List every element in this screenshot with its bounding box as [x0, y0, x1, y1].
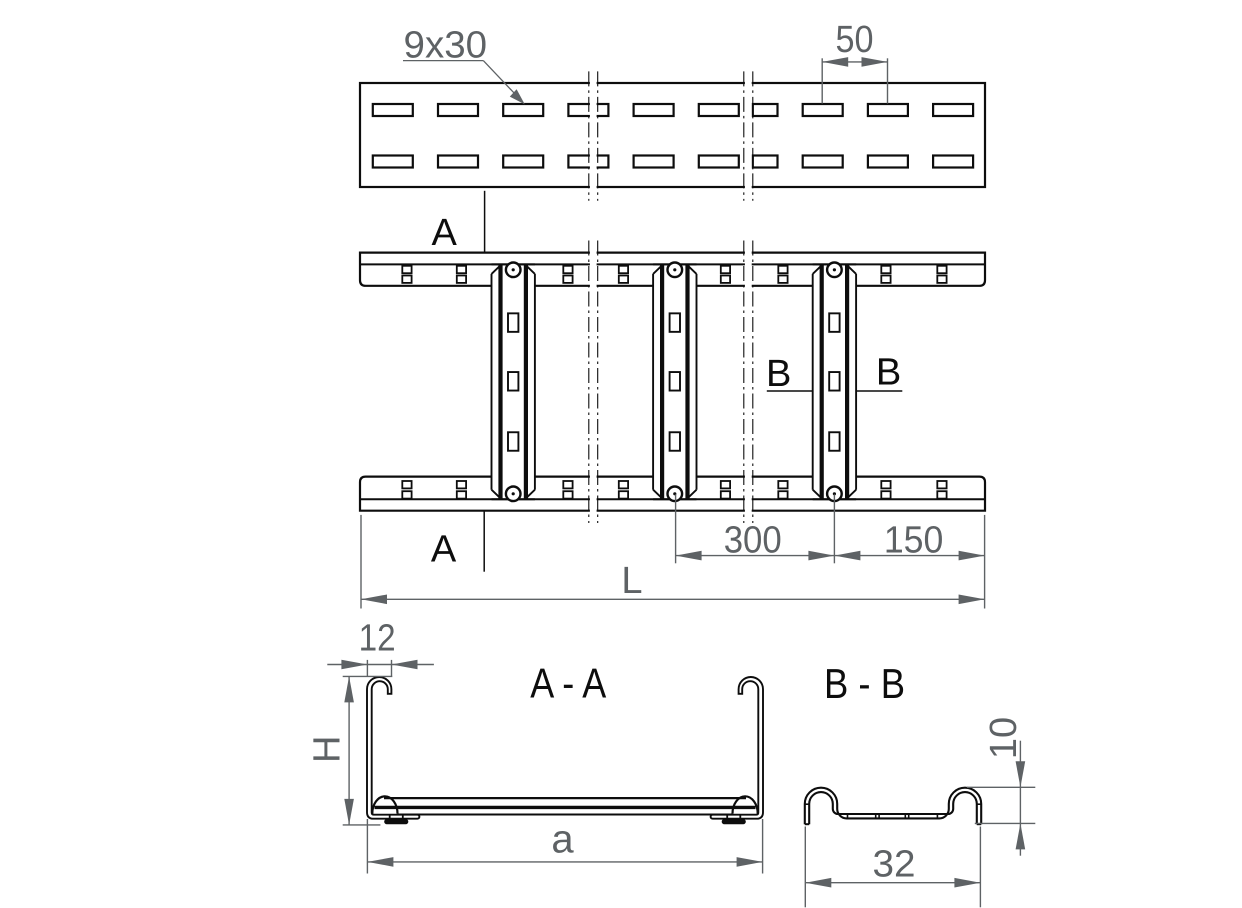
rung — [652, 261, 698, 503]
section-a-letter-top: A — [432, 212, 458, 254]
section-bb-view: B - B 32 — [803, 660, 1036, 908]
section-aa-view: A - A 12 — [306, 618, 764, 874]
rung-foot-left — [384, 819, 409, 825]
dim-arrow-icon — [861, 57, 888, 67]
pitch-value: 50 — [836, 19, 874, 61]
rail-outline — [358, 81, 987, 189]
break-lines — [588, 240, 754, 523]
rail-slotted-holes — [371, 102, 975, 169]
break-gap — [589, 81, 597, 189]
lip-width-value: 12 — [359, 618, 396, 660]
section-a-marker-top: A — [432, 190, 486, 254]
side-elevation-view: 9x30 50 — [358, 19, 987, 201]
dim-arrow-icon — [958, 594, 985, 605]
dim-arrow-icon — [367, 857, 394, 867]
dim-arrow-icon — [1015, 761, 1026, 788]
pitch-dimension: 50 — [821, 19, 889, 104]
rungs — [490, 261, 858, 503]
hole-size-label: 9x30 — [404, 25, 488, 67]
dim-arrow-icon — [954, 877, 981, 888]
leader-arrow-icon — [509, 89, 525, 105]
dim-arrow-icon — [834, 550, 861, 561]
break-gap — [589, 250, 597, 513]
rung-profile — [803, 786, 983, 826]
lip-width-dimension: 12 — [327, 618, 434, 677]
dim-arrow-icon — [391, 659, 418, 670]
rung — [811, 261, 858, 503]
plan-view: B B A 300 150 L — [358, 240, 987, 609]
section-aa-title: A - A — [530, 660, 606, 707]
break-lines — [588, 71, 754, 201]
left-rail-profile — [366, 676, 421, 820]
section-b-letter-left: B — [766, 353, 791, 395]
rung-foot-right — [721, 819, 746, 825]
right-rail-profile — [709, 676, 764, 820]
height-dimension-bb: 10 — [966, 717, 1036, 856]
dim-arrow-icon — [1015, 823, 1026, 850]
dim-arrow-icon — [344, 676, 354, 703]
rung — [490, 261, 536, 503]
width-dimension-aa: a — [366, 818, 764, 874]
dim-arrow-icon — [341, 659, 368, 670]
width-value-bb: 32 — [873, 843, 916, 885]
dim-arrow-icon — [958, 550, 985, 561]
dim-arrow-icon — [361, 594, 387, 605]
dim-arrow-icon — [344, 798, 354, 825]
dim-arrow-icon — [675, 550, 702, 561]
width-value-aa: a — [551, 818, 574, 862]
foot-tab-ticks — [388, 814, 742, 819]
end-spacing-value: 150 — [884, 520, 944, 562]
section-a-marker-bottom: A — [431, 511, 485, 572]
dim-arrow-icon — [808, 550, 835, 561]
rung-spacing-value: 300 — [724, 520, 782, 562]
width-dimension-bb: 32 — [804, 826, 982, 908]
section-bb-title: B - B — [824, 660, 905, 707]
height-value-bb: 10 — [983, 717, 1025, 759]
height-dimension: H — [306, 675, 393, 826]
plan-dimensions: 300 150 L — [360, 494, 986, 609]
dim-arrow-icon — [805, 877, 832, 888]
section-b-letter-right: B — [876, 352, 901, 394]
total-length-value: L — [621, 560, 642, 602]
section-a-letter-bottom: A — [431, 529, 457, 571]
leader-line — [482, 60, 520, 99]
height-value: H — [306, 736, 348, 763]
flange-holes — [401, 264, 948, 500]
break-gap — [744, 81, 752, 189]
hole-callout: 9x30 — [403, 25, 525, 105]
section-b-marker: B B — [766, 352, 903, 395]
dim-arrow-icon — [736, 857, 763, 867]
rung-elevation — [371, 795, 759, 825]
break-gap — [744, 250, 752, 513]
dim-arrow-icon — [822, 57, 849, 67]
rung-profile-outer — [803, 786, 983, 825]
rung-profile-inner — [808, 791, 978, 825]
bend-ticks — [804, 803, 982, 819]
